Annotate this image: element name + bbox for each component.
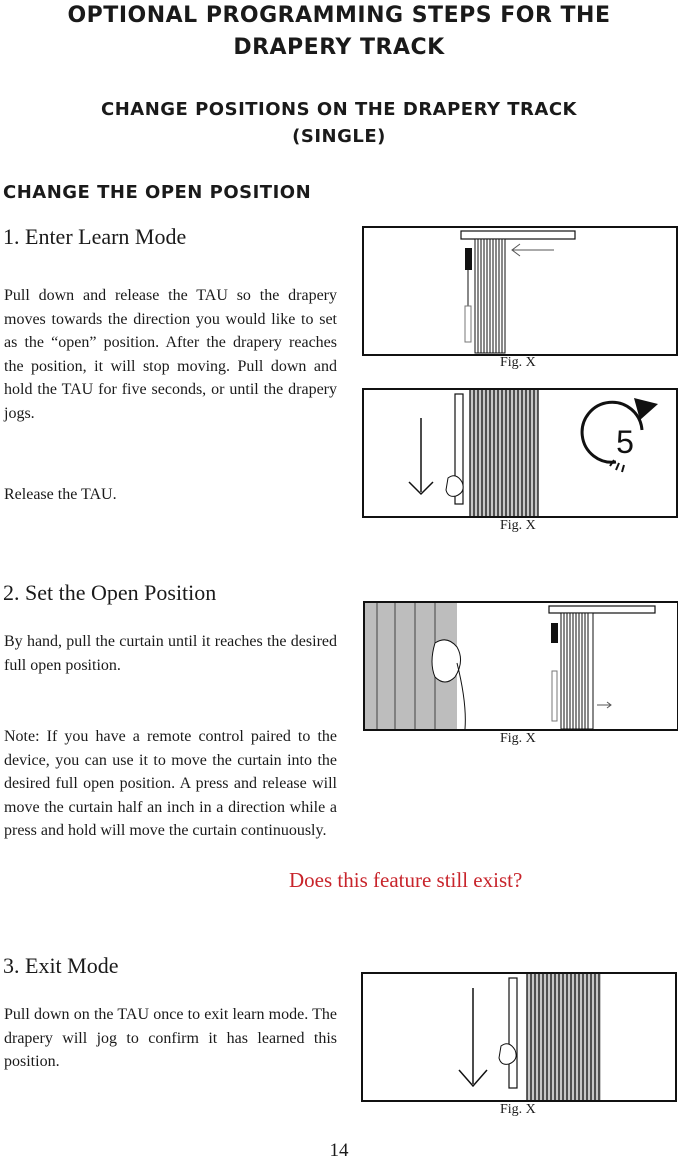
step-2-note: Note: If you have a remote control paire… xyxy=(4,728,337,839)
tau-handle xyxy=(464,305,472,343)
figure-2: 5 xyxy=(362,388,678,518)
figure-1-caption: Fig. X xyxy=(500,355,536,370)
section-title: CHANGE THE OPEN POSITION xyxy=(3,182,312,203)
drapery-folds xyxy=(469,390,539,516)
page-title-line1: OPTIONAL PROGRAMMING STEPS FOR THE xyxy=(67,3,611,28)
step-3-heading: 3. Exit Mode xyxy=(3,953,119,978)
figure-4-caption: Fig. X xyxy=(500,1102,536,1117)
track-rail xyxy=(460,230,576,240)
tau-handle xyxy=(551,670,558,722)
hand-icon xyxy=(431,639,461,683)
step-1-paragraph-2: Release the TAU. xyxy=(4,486,117,503)
five-second-timer-icon: 5 xyxy=(580,398,658,473)
step-1-heading: 1. Enter Learn Mode xyxy=(3,224,187,249)
step-3-paragraph-1: Pull down on the TAU once to exit learn … xyxy=(4,1006,337,1070)
figure-4 xyxy=(361,972,677,1102)
hand-icon xyxy=(498,1043,517,1065)
timer-number: 5 xyxy=(616,424,634,460)
gathered-drapery xyxy=(474,238,506,354)
pull-down-arrow xyxy=(458,988,488,1088)
drapery-panel xyxy=(527,974,601,1100)
figure-1 xyxy=(362,226,678,356)
page-number: 14 xyxy=(329,1140,349,1161)
pull-down-arrow xyxy=(408,418,434,496)
tau-motor xyxy=(551,623,558,643)
step-2-paragraph-1: By hand, pull the curtain until it reach… xyxy=(4,633,337,674)
figure-2-illustration: 5 xyxy=(408,390,658,516)
drapery-panel xyxy=(470,390,538,516)
gathered-drapery xyxy=(560,612,594,729)
page-title: OPTIONAL PROGRAMMING STEPS FOR THE DRAPE… xyxy=(0,0,678,64)
motion-arrow xyxy=(511,243,554,257)
step-2-heading: 2. Set the Open Position xyxy=(3,580,217,605)
track-rail xyxy=(548,605,656,614)
figure-4-illustration xyxy=(458,974,601,1100)
hand-icon xyxy=(445,475,464,497)
figure-3-illustration xyxy=(365,603,656,729)
figure-3-caption: Fig. X xyxy=(500,731,536,746)
tau-motor xyxy=(465,248,472,270)
page-subtitle: CHANGE POSITIONS ON THE DRAPERY TRACK (S… xyxy=(20,96,658,150)
page-subtitle-line1: CHANGE POSITIONS ON THE DRAPERY TRACK xyxy=(101,99,577,120)
tau-wand xyxy=(454,393,464,505)
motion-arrow xyxy=(597,701,612,709)
tau-wand xyxy=(508,977,518,1089)
drapery-folds xyxy=(526,974,600,1100)
review-comment: Does this feature still exist? xyxy=(289,868,523,892)
page-title-line2: DRAPERY TRACK xyxy=(233,35,445,60)
figure-3 xyxy=(363,601,678,731)
step-1-paragraph-1: Pull down and release the TAU so the dra… xyxy=(4,287,337,422)
page-subtitle-line2: (SINGLE) xyxy=(292,126,386,147)
arm-outline xyxy=(456,662,466,729)
figure-2-caption: Fig. X xyxy=(500,518,536,533)
figure-1-illustration xyxy=(460,230,576,354)
